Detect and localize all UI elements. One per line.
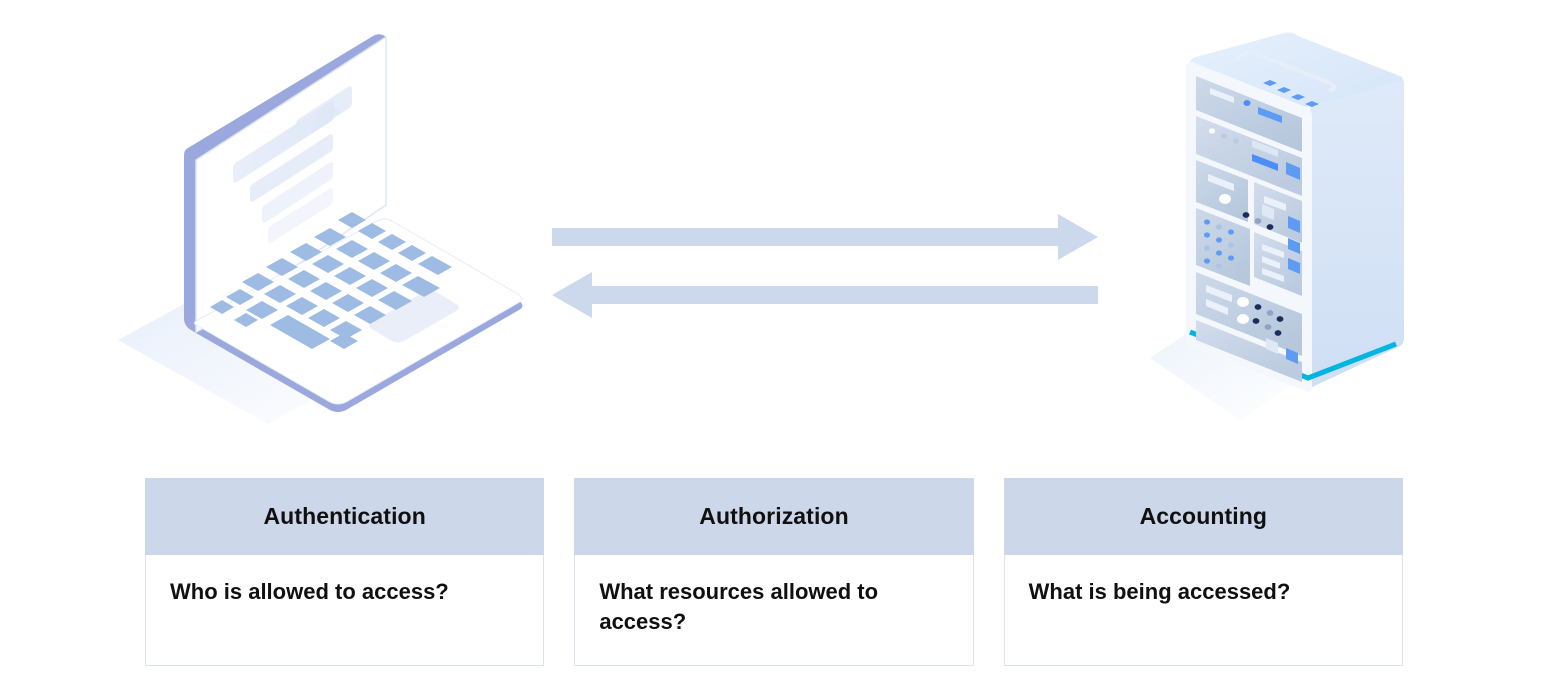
aaa-body-text: What is being accessed? (1028, 579, 1291, 604)
keyboard-row (210, 300, 258, 327)
aaa-column-accounting: Accounting What is being accessed? (1003, 478, 1403, 666)
screen-content-bar-2 (250, 134, 333, 202)
server-panel-leds (1209, 128, 1300, 180)
server-panel-leds (1266, 338, 1298, 364)
aaa-column-authorization: Authorization What resources allowed to … (574, 478, 974, 666)
aaa-column-authentication: Authentication Who is allowed to access? (145, 478, 545, 666)
aaa-body-authorization: What resources allowed to access? (574, 555, 974, 666)
laptop-keyboard (210, 212, 452, 349)
arrow-group (552, 214, 1098, 318)
aaa-body-text: Who is allowed to access? (170, 579, 449, 604)
aaa-body-accounting: What is being accessed? (1003, 555, 1403, 666)
server-panel-leds (1206, 285, 1249, 324)
laptop-screen-window (233, 86, 352, 243)
server-top-indicators (1263, 80, 1319, 107)
keyboard-row (242, 273, 362, 339)
server-panel-leds (1210, 88, 1282, 123)
server-panel (1196, 320, 1302, 382)
keyboard-row (266, 258, 386, 324)
server-rack (1150, 32, 1404, 420)
server-side-face (1310, 77, 1404, 388)
screen-content-bar-4 (268, 188, 333, 243)
server-dot-matrix (1204, 219, 1234, 269)
keyboard-row (226, 289, 358, 349)
laptop-trackpad (369, 290, 459, 343)
laptop-lid-edge (184, 34, 386, 333)
keyboard-row (338, 212, 452, 275)
server-panel-leds (1208, 174, 1234, 204)
server-panel-bars (1262, 244, 1300, 282)
keyboard-row (314, 228, 440, 297)
aaa-body-text: What resources allowed to access? (599, 579, 879, 635)
server-top-outline (1235, 50, 1337, 92)
laptop-computer (118, 34, 523, 424)
aaa-header-label: Accounting (1139, 503, 1268, 529)
illustration-band (118, 32, 1404, 424)
screen-content-bar-1 (233, 101, 334, 183)
aaa-header-label: Authorization (699, 503, 849, 529)
aaa-header-authorization: Authorization (574, 478, 974, 555)
aaa-header-accounting: Accounting (1003, 478, 1403, 555)
response-arrow (552, 272, 1098, 318)
server-panels (1196, 76, 1302, 382)
server-navy-leds-bottom (1252, 304, 1284, 336)
server-navy-leds (1242, 212, 1274, 230)
server-panel-leds (1264, 196, 1300, 233)
server-small-indicators (1262, 204, 1300, 254)
aaa-table: Authentication Who is allowed to access?… (145, 478, 1403, 666)
screen-content-bar-3 (262, 162, 333, 223)
aaa-header-authentication: Authentication (145, 478, 545, 555)
aaa-body-authentication: Who is allowed to access? (145, 555, 545, 666)
aaa-header-label: Authentication (263, 503, 426, 529)
keyboard-row (290, 243, 412, 310)
server-panel-dotmatrix (1196, 208, 1250, 286)
request-arrow (552, 214, 1098, 260)
